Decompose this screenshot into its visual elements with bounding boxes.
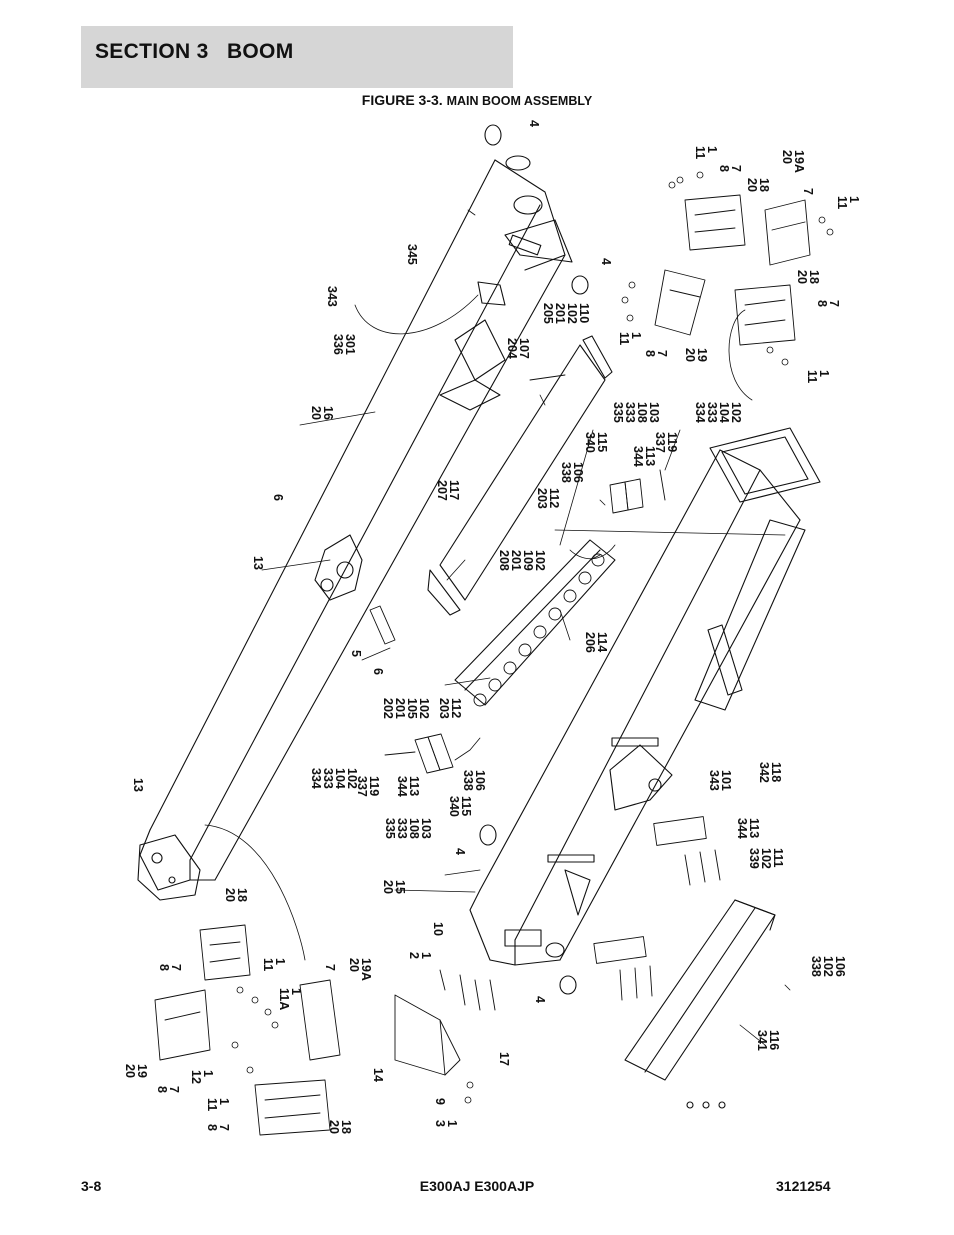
callout-label: 112 203 <box>437 698 463 719</box>
callout-label: 4 <box>599 258 613 265</box>
callout-label: 7 <box>323 964 337 971</box>
figure-name: MAIN BOOM ASSEMBLY <box>446 94 593 108</box>
callout-label: 110 102 201 205 <box>541 303 591 324</box>
callout-label: 102 104 333 334 <box>309 768 359 789</box>
callout-label: 19 20 <box>683 348 709 362</box>
callout-label: 301 336 <box>331 334 357 355</box>
part-number: 3121254 <box>776 1178 831 1194</box>
callout-label: 15 20 <box>381 880 407 894</box>
figure-title: FIGURE 3-3. MAIN BOOM ASSEMBLY <box>0 92 954 108</box>
callout-label: 1 12 <box>189 1070 215 1084</box>
callout-label: 343 <box>325 286 339 307</box>
callout-label: 113 344 <box>735 818 761 839</box>
callout-label: 111 102 339 <box>747 848 785 869</box>
callout-label: 106 338 <box>461 770 487 791</box>
callout-label: 118 342 <box>757 762 783 783</box>
callout-label: 1 11 <box>835 196 861 210</box>
callout-label: 14 <box>371 1068 385 1082</box>
callout-label: 19 20 <box>123 1064 149 1078</box>
callout-label: 1 11 <box>693 146 719 160</box>
leader-lines <box>204 209 791 1046</box>
inner-boom <box>469 427 821 966</box>
callout-label: 19A 20 <box>780 150 806 173</box>
callout-label: 18 20 <box>795 270 821 284</box>
callout-label: 117 207 <box>435 480 461 501</box>
callout-label: 1 11 <box>205 1098 231 1112</box>
callout-label: 4 <box>527 120 541 127</box>
callout-label: 7 8 <box>643 350 669 357</box>
callout-label: 106 338 <box>559 462 585 483</box>
wear-pad-hardware <box>154 194 811 1136</box>
callout-label: 7 <box>801 188 815 195</box>
callout-label: 102 109 201 208 <box>497 550 547 571</box>
callout-label: 18 20 <box>223 888 249 902</box>
figure-number: FIGURE 3-3. <box>361 92 443 108</box>
callout-label: 1 2 <box>407 952 433 959</box>
callout-label: 13 <box>251 556 265 570</box>
callout-label: 1 11 <box>805 370 831 384</box>
page-number: 3-8 <box>81 1178 102 1194</box>
callout-label: 18 20 <box>327 1120 353 1134</box>
callout-label: 112 203 <box>535 488 561 509</box>
callout-label: 116 341 <box>755 1030 781 1051</box>
pin-caps <box>231 124 834 1109</box>
callout-label: 13 <box>131 778 145 792</box>
callout-label: 345 <box>405 244 419 265</box>
callout-label: 106 102 338 <box>809 956 847 977</box>
outer-boom <box>137 155 573 901</box>
callout-label: 119 337 <box>653 432 679 453</box>
callout-label: 119 337 <box>355 776 381 797</box>
callout-label: 102 105 201 202 <box>381 698 431 719</box>
callout-label: 4 <box>453 848 467 855</box>
cable-carrier <box>427 335 616 707</box>
callout-label: 7 8 <box>157 964 183 971</box>
callout-label: 18 20 <box>745 178 771 192</box>
callout-label: 9 <box>433 1098 447 1105</box>
callout-label: 6 <box>271 494 285 501</box>
callout-label: 103 108 333 335 <box>611 402 661 423</box>
callout-label: 113 344 <box>395 776 421 797</box>
callout-label: 7 8 <box>717 165 743 172</box>
callout-label: 115 340 <box>583 432 609 453</box>
cable-trough <box>624 899 776 1081</box>
callout-label: 19A 20 <box>347 958 373 981</box>
callout-label: 101 343 <box>707 770 733 791</box>
callout-label: 17 <box>497 1052 511 1066</box>
callout-label: 115 340 <box>447 796 473 817</box>
callout-label: 10 <box>431 922 445 936</box>
model-name: E300AJ E300AJP <box>419 1178 535 1194</box>
callout-label: 114 206 <box>583 632 609 653</box>
callout-label: 7 8 <box>205 1124 231 1131</box>
section-title: SECTION 3 BOOM <box>95 40 294 63</box>
callout-label: 1 11 <box>617 332 643 346</box>
callout-label: 1 11 <box>261 958 287 972</box>
callout-label: 7 8 <box>155 1086 181 1093</box>
callout-label: 1 3 <box>433 1120 459 1127</box>
callout-label: 6 <box>371 668 385 675</box>
callout-label: 4 <box>533 996 547 1003</box>
callout-label: 5 <box>349 650 363 657</box>
callout-label: 16 20 <box>309 406 335 420</box>
callout-label: 1 11A <box>277 988 303 1011</box>
callout-label: 103 108 333 335 <box>383 818 433 839</box>
section-banner: SECTION 3 BOOM <box>81 26 513 88</box>
callout-label: 102 104 333 334 <box>693 402 743 423</box>
callout-label: 107 204 <box>505 338 531 359</box>
callout-label: 7 8 <box>815 300 841 307</box>
